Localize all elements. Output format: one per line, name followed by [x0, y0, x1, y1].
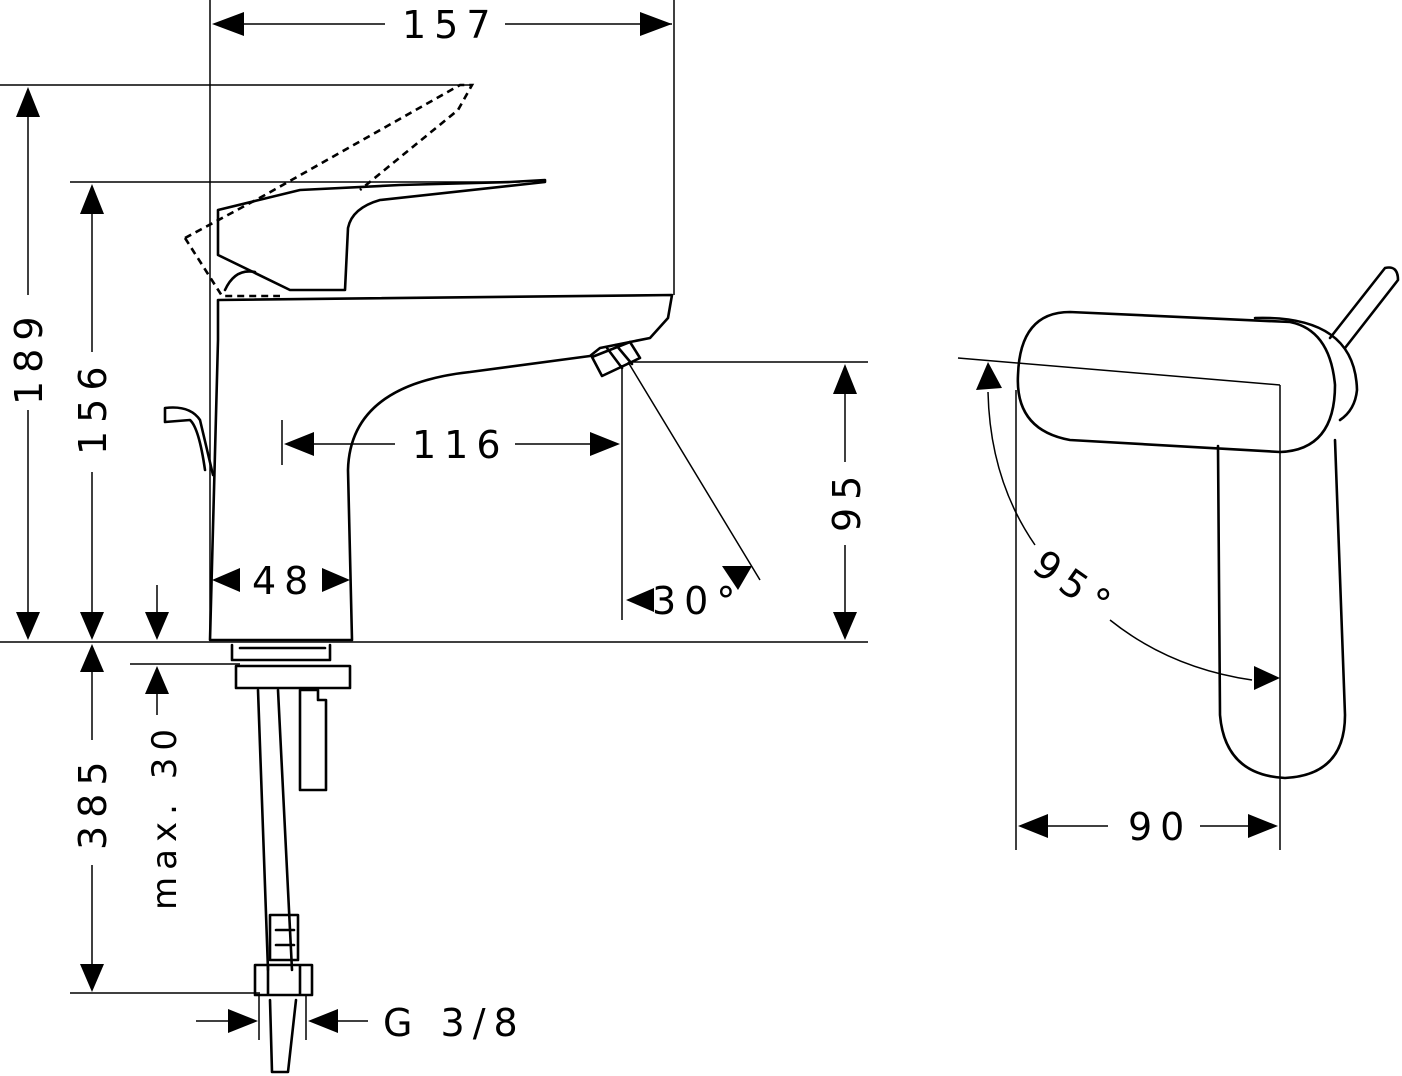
- lever-base: [223, 270, 257, 292]
- side-lever-body: [1016, 310, 1337, 454]
- dim-angle-95: 95°: [1025, 541, 1125, 629]
- aerator: [590, 340, 642, 378]
- popup-rod: [163, 406, 215, 477]
- side-spout-body: [1216, 438, 1347, 780]
- dim-side-90: 90: [1128, 805, 1192, 849]
- dim-angle-30: 30°: [652, 579, 743, 623]
- side-view: 90 95°: [957, 266, 1400, 850]
- front-view: [163, 83, 674, 1074]
- hose: [268, 998, 298, 1074]
- lever-handle: [216, 178, 547, 292]
- dim-max-30: max. 30: [145, 722, 185, 910]
- front-dimensions: 157 189 156 116 95: [0, 0, 869, 1045]
- dim-spout-95: 95: [825, 468, 869, 532]
- shank: [256, 688, 328, 972]
- side-back-arc: [1253, 316, 1359, 422]
- side-handle: [1328, 266, 1400, 350]
- dim-reach-116: 116: [412, 423, 509, 467]
- dim-body-48: 48: [252, 559, 316, 603]
- dim-height-189: 189: [7, 308, 51, 405]
- dim-width-157: 157: [402, 3, 499, 47]
- dim-height-156: 156: [71, 358, 115, 455]
- base-nut: [230, 643, 352, 690]
- dim-thread-g38: G 3/8: [383, 1001, 526, 1045]
- hose-connector: [253, 913, 314, 997]
- faucet-body: [208, 293, 674, 642]
- dim-length-385: 385: [71, 753, 115, 850]
- lever-dashed-position: [183, 83, 475, 298]
